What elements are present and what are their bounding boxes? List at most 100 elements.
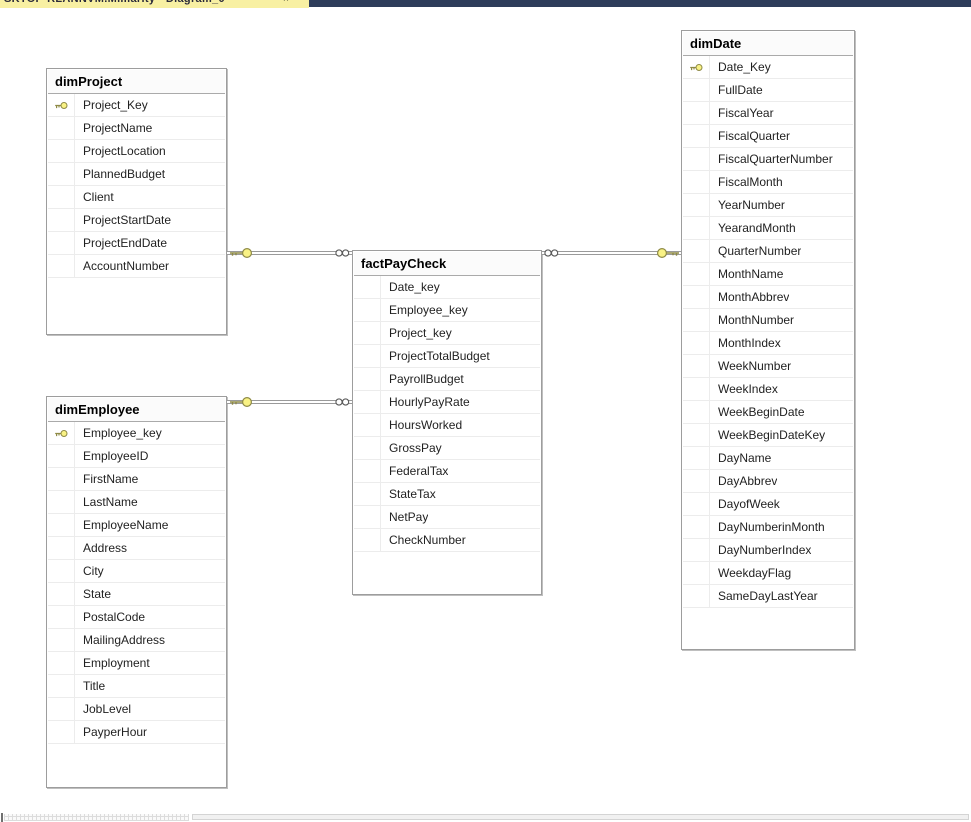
scrollbar-gripper[interactable] <box>4 814 189 821</box>
table-field-row[interactable]: HourlyPayRate <box>354 391 540 414</box>
table-field-row[interactable]: PlannedBudget <box>48 163 225 186</box>
diagram-tab[interactable]: SKTOP-RLANNVM.Milliarity - Diagram_0 × <box>0 0 309 8</box>
table-field-row[interactable]: CheckNumber <box>354 529 540 552</box>
table-field-row[interactable]: FullDate <box>683 79 853 102</box>
table-field-row[interactable]: WeekIndex <box>683 378 853 401</box>
primary-key-icon <box>48 255 75 277</box>
tab-close-icon[interactable]: × <box>283 0 289 5</box>
table-field-row[interactable]: DayNumberinMonth <box>683 516 853 539</box>
table-rows-factpaycheck: Date_key Employee_key Project_key Projec… <box>354 276 540 552</box>
table-field-row[interactable]: Employment <box>48 652 225 675</box>
table-field-row[interactable]: YearNumber <box>683 194 853 217</box>
table-field-row[interactable]: HoursWorked <box>354 414 540 437</box>
primary-key-icon <box>683 263 710 285</box>
table-field-row[interactable]: DayNumberIndex <box>683 539 853 562</box>
scrollbar-track[interactable] <box>192 814 969 820</box>
table-field-row[interactable]: FiscalYear <box>683 102 853 125</box>
field-name: FiscalMonth <box>718 175 783 189</box>
table-field-row[interactable]: Date_Key <box>683 56 853 79</box>
table-field-row[interactable]: Employee_key <box>48 422 225 445</box>
field-name: EmployeeID <box>83 449 149 463</box>
table-field-row[interactable]: WeekNumber <box>683 355 853 378</box>
table-field-row[interactable]: EmployeeID <box>48 445 225 468</box>
table-field-row[interactable]: WeekdayFlag <box>683 562 853 585</box>
table-field-row[interactable]: WeekBeginDate <box>683 401 853 424</box>
field-name: FiscalQuarterNumber <box>718 152 833 166</box>
relation-dimproject-factpaycheck[interactable] <box>227 247 352 259</box>
table-field-row[interactable]: Project_Key <box>48 94 225 117</box>
table-field-row[interactable]: FiscalQuarterNumber <box>683 148 853 171</box>
table-field-row[interactable]: DayName <box>683 447 853 470</box>
table-field-row[interactable]: MonthAbbrev <box>683 286 853 309</box>
table-dimemployee[interactable]: dimEmployee Employee_key EmployeeID Firs… <box>46 396 227 788</box>
table-dimproject[interactable]: dimProject Project_Key ProjectName Proje… <box>46 68 227 335</box>
table-field-row[interactable]: AccountNumber <box>48 255 225 278</box>
table-field-row[interactable]: StateTax <box>354 483 540 506</box>
field-name: DayNumberIndex <box>718 543 812 557</box>
table-field-row[interactable]: SameDayLastYear <box>683 585 853 608</box>
field-name: Employee_key <box>83 426 162 440</box>
primary-key-icon <box>683 378 710 400</box>
table-field-row[interactable]: PayrollBudget <box>354 368 540 391</box>
table-field-row[interactable]: EmployeeName <box>48 514 225 537</box>
table-field-row[interactable]: YearandMonth <box>683 217 853 240</box>
table-field-row[interactable]: JobLevel <box>48 698 225 721</box>
field-name: WeekBeginDateKey <box>718 428 826 442</box>
table-field-row[interactable]: GrossPay <box>354 437 540 460</box>
table-title-dimproject[interactable]: dimProject <box>48 70 225 94</box>
table-field-row[interactable]: Project_key <box>354 322 540 345</box>
table-field-row[interactable]: City <box>48 560 225 583</box>
table-field-row[interactable]: Employee_key <box>354 299 540 322</box>
table-field-row[interactable]: FiscalMonth <box>683 171 853 194</box>
table-title-dimdate[interactable]: dimDate <box>683 32 853 56</box>
table-field-row[interactable]: QuarterNumber <box>683 240 853 263</box>
relation-dimdate-factpaycheck[interactable] <box>542 247 681 259</box>
table-field-row[interactable]: MailingAddress <box>48 629 225 652</box>
primary-key-icon <box>683 332 710 354</box>
table-title-factpaycheck[interactable]: factPayCheck <box>354 252 540 276</box>
table-title-dimemployee[interactable]: dimEmployee <box>48 398 225 422</box>
table-field-row[interactable]: LastName <box>48 491 225 514</box>
primary-key-icon <box>354 345 381 367</box>
table-field-row[interactable]: Title <box>48 675 225 698</box>
table-field-row[interactable]: ProjectTotalBudget <box>354 345 540 368</box>
table-field-row[interactable]: NetPay <box>354 506 540 529</box>
table-field-row[interactable]: Date_key <box>354 276 540 299</box>
primary-key-icon <box>683 355 710 377</box>
field-name: JobLevel <box>83 702 132 716</box>
infinity-many-end-icon <box>335 398 350 406</box>
table-rows-dimdate: Date_Key FullDate FiscalYear FiscalQuart… <box>683 56 853 608</box>
table-field-row[interactable]: FederalTax <box>354 460 540 483</box>
table-field-row[interactable]: State <box>48 583 225 606</box>
primary-key-icon <box>683 286 710 308</box>
field-name: Client <box>83 190 114 204</box>
table-factpaycheck[interactable]: factPayCheck Date_key Employee_key Proje… <box>352 250 542 595</box>
table-field-row[interactable]: DayAbbrev <box>683 470 853 493</box>
table-field-row[interactable]: FirstName <box>48 468 225 491</box>
table-field-row[interactable]: ProjectLocation <box>48 140 225 163</box>
primary-key-icon <box>354 529 381 551</box>
field-name: GrossPay <box>389 441 442 455</box>
field-name: QuarterNumber <box>718 244 802 258</box>
table-field-row[interactable]: PostalCode <box>48 606 225 629</box>
primary-key-icon <box>683 470 710 492</box>
table-field-row[interactable]: PayperHour <box>48 721 225 744</box>
table-field-row[interactable]: ProjectStartDate <box>48 209 225 232</box>
table-field-row[interactable]: Client <box>48 186 225 209</box>
horizontal-scrollbar[interactable] <box>0 813 971 822</box>
table-field-row[interactable]: FiscalQuarter <box>683 125 853 148</box>
table-field-row[interactable]: WeekBeginDateKey <box>683 424 853 447</box>
primary-key-icon <box>683 493 710 515</box>
table-field-row[interactable]: MonthNumber <box>683 309 853 332</box>
table-field-row[interactable]: ProjectName <box>48 117 225 140</box>
relation-dimemployee-factpaycheck[interactable] <box>227 396 352 408</box>
primary-key-icon <box>48 140 75 162</box>
editor-tab-strip: SKTOP-RLANNVM.Milliarity - Diagram_0 × <box>0 0 971 8</box>
primary-key-icon <box>354 506 381 528</box>
table-field-row[interactable]: DayofWeek <box>683 493 853 516</box>
table-field-row[interactable]: Address <box>48 537 225 560</box>
table-field-row[interactable]: MonthIndex <box>683 332 853 355</box>
table-field-row[interactable]: MonthName <box>683 263 853 286</box>
table-dimdate[interactable]: dimDate Date_Key FullDate FiscalYear <box>681 30 855 650</box>
table-field-row[interactable]: ProjectEndDate <box>48 232 225 255</box>
